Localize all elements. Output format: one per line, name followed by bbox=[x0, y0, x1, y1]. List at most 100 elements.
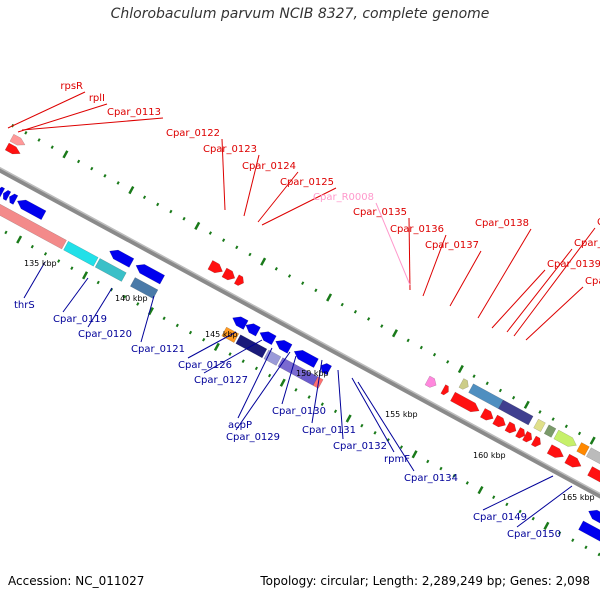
tick-lower bbox=[426, 459, 430, 464]
reverse-gene-arrow bbox=[2, 189, 12, 201]
forward-gene-arrow bbox=[546, 444, 564, 458]
page-title: Chlorobaculum parvum NCIB 8327, complete… bbox=[110, 6, 490, 22]
forward-gene-label: Cpar_0136 bbox=[390, 224, 444, 235]
forward-gene-label: Cpar_0123 bbox=[203, 144, 257, 155]
tick-lower bbox=[188, 330, 193, 335]
tick-upper bbox=[287, 274, 292, 278]
leader-line bbox=[17, 103, 108, 133]
tick-lower bbox=[558, 531, 562, 535]
tick-upper bbox=[472, 374, 476, 378]
forward-gene-arrow bbox=[9, 133, 26, 146]
tick-lower bbox=[584, 545, 588, 550]
reverse-gene-label: Cpar_0149 bbox=[473, 512, 527, 523]
leader-line bbox=[477, 228, 532, 319]
reverse-gene-label: Cpar_0132 bbox=[333, 441, 387, 452]
tick-lower bbox=[492, 495, 496, 500]
tick-upper bbox=[564, 424, 568, 429]
tick-upper bbox=[77, 159, 81, 164]
tick-upper bbox=[446, 360, 450, 364]
forward-gene-arrow bbox=[587, 466, 600, 483]
tick-upper bbox=[169, 209, 173, 214]
tick-upper bbox=[538, 410, 542, 414]
topology-text: Topology: circular; Length: 2,289,249 bp… bbox=[260, 574, 590, 588]
tick-lower bbox=[241, 359, 245, 364]
leader-line bbox=[506, 248, 573, 333]
leader-line bbox=[422, 234, 447, 297]
tick-upper bbox=[90, 166, 94, 171]
tick-upper bbox=[103, 173, 107, 178]
tick-lower bbox=[30, 244, 34, 249]
reverse-gene-box bbox=[0, 203, 67, 250]
tick-lower bbox=[333, 409, 338, 414]
forward-gene-arrow bbox=[530, 435, 541, 448]
leader-line bbox=[311, 359, 323, 424]
leader-line bbox=[525, 286, 584, 341]
forward-gene-arrow bbox=[458, 378, 469, 390]
tick-upper bbox=[551, 417, 555, 421]
tick-upper bbox=[512, 395, 516, 400]
rna-gene-label: Cpar_R0008 bbox=[313, 192, 374, 203]
forward-gene-label: rpsR bbox=[60, 81, 83, 92]
tick-upper bbox=[182, 216, 186, 221]
tick-upper bbox=[391, 329, 398, 338]
leader-line bbox=[513, 227, 596, 337]
forward-gene-label: Cpar_0140 bbox=[574, 238, 600, 249]
forward-gene-arrow bbox=[4, 142, 21, 155]
tick-lower bbox=[307, 395, 311, 399]
tick-upper bbox=[523, 400, 530, 409]
forward-gene-label: Cpar_0138 bbox=[475, 218, 529, 229]
leader-line bbox=[235, 351, 291, 431]
reverse-gene-arrow bbox=[275, 339, 293, 354]
forward-gene-arrow bbox=[207, 260, 223, 274]
forward-gene-label: rplI bbox=[89, 93, 105, 104]
tick-lower bbox=[518, 509, 522, 514]
tick-upper bbox=[194, 221, 201, 230]
tick-lower bbox=[279, 378, 286, 387]
forward-gene-arrow bbox=[586, 447, 600, 465]
reverse-gene-label: Cpar_0127 bbox=[194, 375, 248, 386]
tick-upper bbox=[419, 345, 423, 350]
reverse-gene-label: Cpar_0131 bbox=[302, 425, 356, 436]
reverse-gene-label: Cpar_0126 bbox=[178, 360, 232, 371]
leader-line bbox=[337, 369, 344, 440]
leader-line bbox=[261, 187, 337, 226]
tick-upper bbox=[274, 267, 278, 271]
scale-label: 150 kbp bbox=[296, 369, 329, 378]
forward-gene-arrow bbox=[553, 429, 577, 447]
tick-upper bbox=[432, 352, 437, 357]
backbone-highlight bbox=[0, 166, 600, 495]
leader-line bbox=[351, 377, 395, 453]
reverse-gene-arrow bbox=[320, 363, 333, 376]
tick-upper bbox=[128, 185, 135, 195]
forward-gene-label: Cpar_0137 bbox=[425, 240, 479, 251]
leader-line bbox=[375, 202, 411, 286]
tick-lower bbox=[477, 485, 484, 495]
forward-gene-label: Cpar_0124 bbox=[242, 161, 296, 172]
tick-lower bbox=[175, 323, 179, 328]
tick-upper bbox=[50, 145, 54, 149]
tick-lower bbox=[465, 481, 469, 485]
tick-upper bbox=[380, 324, 384, 328]
tick-upper bbox=[37, 138, 41, 142]
tick-lower bbox=[360, 423, 364, 428]
reverse-gene-label: Cpar_0129 bbox=[226, 432, 280, 443]
forward-gene-arrow bbox=[450, 391, 480, 413]
tick-upper bbox=[208, 231, 213, 235]
tick-lower bbox=[543, 521, 550, 530]
forward-gene-arrow bbox=[424, 375, 437, 388]
forward-gene-arrow bbox=[515, 427, 526, 439]
reverse-gene-label: Cpar_0130 bbox=[272, 406, 326, 417]
forward-gene-arrow bbox=[221, 267, 236, 281]
forward-gene-arrow bbox=[504, 421, 517, 434]
leader-line bbox=[21, 117, 164, 131]
tick-upper bbox=[235, 245, 239, 250]
reverse-gene-label: Cpar_0119 bbox=[53, 314, 107, 325]
tick-upper bbox=[498, 388, 503, 393]
forward-gene-box bbox=[498, 399, 534, 426]
tick-upper bbox=[116, 181, 120, 185]
tick-upper bbox=[406, 338, 410, 343]
tick-lower bbox=[43, 252, 48, 256]
tick-lower bbox=[320, 402, 324, 406]
forward-gene-arrow bbox=[492, 414, 506, 428]
